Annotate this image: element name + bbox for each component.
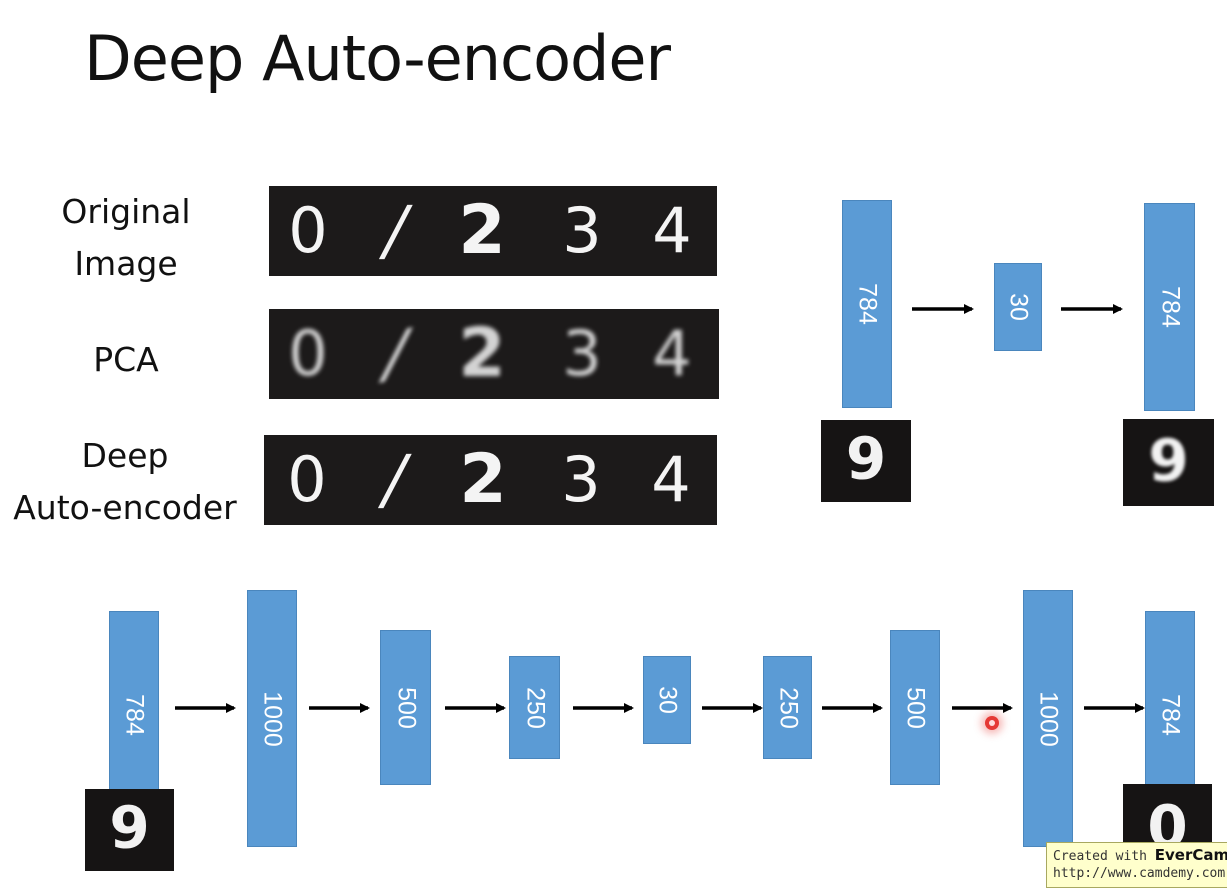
layer-size-label: 784 xyxy=(853,283,882,325)
slide-title: Deep Auto-encoder xyxy=(84,22,671,95)
layer-size-label: 500 xyxy=(901,686,930,729)
row-label-line: Image xyxy=(74,244,178,283)
reconstructed-digit-thumbnail: 9 xyxy=(1123,419,1214,506)
digit-image: 9 xyxy=(109,793,150,862)
layer-box: 1000 xyxy=(1023,590,1073,847)
digit-image: 3 xyxy=(562,317,602,390)
layer-size-label: 250 xyxy=(774,686,802,729)
recording-watermark: Created with EverCam http://www.camdemy.… xyxy=(1046,842,1227,888)
layer-box: 1000 xyxy=(247,590,297,847)
layer-size-label: 30 xyxy=(1004,293,1033,321)
digit-image: 4 xyxy=(651,443,691,516)
row-label-line: Original xyxy=(61,192,191,231)
layer-size-label: 30 xyxy=(653,686,682,714)
input-digit-thumbnail: 9 xyxy=(821,420,911,502)
digit-image: 9 xyxy=(845,424,887,493)
layer-size-label: 784 xyxy=(120,694,149,736)
digit-image: 0 xyxy=(288,317,328,390)
layer-box: 250 xyxy=(509,656,560,759)
layer-size-label: 250 xyxy=(521,686,549,729)
layer-size-label: 500 xyxy=(392,686,420,729)
digit-image: 2 xyxy=(459,440,507,519)
digit-image: 3 xyxy=(562,194,602,267)
digit-image: 2 xyxy=(458,191,506,270)
layer-box: 784 xyxy=(1144,203,1195,411)
watermark-brand: EverCam xyxy=(1154,846,1227,864)
layer-size-label: 1000 xyxy=(1034,690,1063,747)
row-label-deep-autoencoder: Deep Auto-encoder xyxy=(0,430,250,534)
watermark-prefix: Created with xyxy=(1053,849,1155,864)
reconstructed-digit-thumbnail: 0 xyxy=(1123,784,1212,850)
layer-size-label: 784 xyxy=(1156,286,1184,328)
layer-box: 500 xyxy=(380,630,431,785)
digit-image: 0 xyxy=(287,443,327,516)
layer-size-label: 1000 xyxy=(258,690,287,747)
input-digit-thumbnail: 9 xyxy=(85,789,174,871)
row-label-line: Auto-encoder xyxy=(13,488,237,527)
watermark-url: http://www.camdemy.com xyxy=(1053,866,1226,881)
layer-box: 784 xyxy=(109,611,159,819)
row-label-line: Deep xyxy=(81,436,169,475)
digit-image: 0 xyxy=(1147,792,1188,850)
digit-image: 4 xyxy=(652,317,692,390)
layer-box: 30 xyxy=(643,656,691,744)
layer-box: 30 xyxy=(994,263,1042,351)
row-label-pca: PCA xyxy=(36,334,216,386)
pca-image-strip: 0 / 2 3 4 xyxy=(269,309,719,399)
original-image-strip: 0 / 2 3 4 xyxy=(269,186,717,276)
pointer-cursor-icon xyxy=(985,716,999,730)
layer-box: 784 xyxy=(842,200,892,408)
deep-autoencoder-image-strip: 0 / 2 3 4 xyxy=(264,435,717,525)
digit-image: 9 xyxy=(1148,425,1189,494)
row-label-original: Original Image xyxy=(36,186,216,290)
watermark-line: Created with EverCam xyxy=(1053,847,1227,865)
layer-size-label: 784 xyxy=(1156,694,1185,736)
digit-image: 2 xyxy=(458,314,506,393)
digit-image: 4 xyxy=(652,194,692,267)
digit-image: 0 xyxy=(288,194,328,267)
layer-box: 500 xyxy=(890,630,940,785)
layer-box: 250 xyxy=(763,656,812,759)
row-label-line: PCA xyxy=(93,340,159,379)
digit-image: 3 xyxy=(561,443,601,516)
